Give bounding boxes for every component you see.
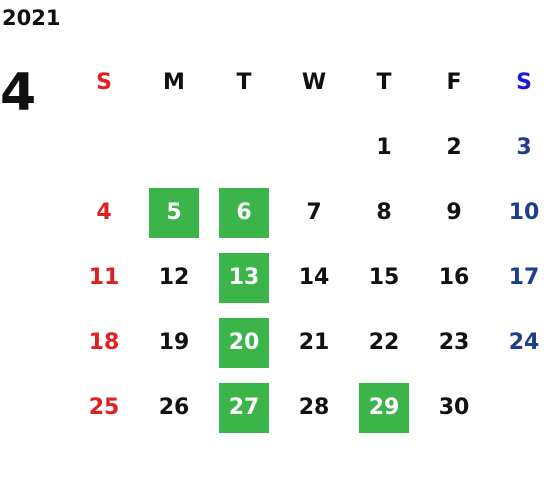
day-cell-16[interactable]: 16 bbox=[419, 245, 489, 310]
day-number: 24 bbox=[508, 330, 540, 355]
highlighted-day-number: 5 bbox=[149, 187, 199, 238]
day-number: 11 bbox=[88, 265, 120, 290]
day-cell-22[interactable]: 22 bbox=[349, 310, 419, 375]
day-cell-18[interactable]: 18 bbox=[69, 310, 139, 375]
day-number: 30 bbox=[438, 395, 470, 420]
day-number: 18 bbox=[88, 330, 120, 355]
day-cell-30[interactable]: 30 bbox=[419, 375, 489, 440]
day-number: 1 bbox=[376, 135, 392, 160]
day-cell-28[interactable]: 28 bbox=[279, 375, 349, 440]
day-number: 14 bbox=[298, 265, 330, 290]
weekday-header-thursday: T bbox=[376, 70, 392, 95]
highlighted-day-number: 29 bbox=[359, 382, 409, 433]
day-number: 19 bbox=[158, 330, 190, 355]
day-cell-10[interactable]: 10 bbox=[489, 180, 548, 245]
year-label: 2021 bbox=[2, 6, 61, 30]
day-cell-15[interactable]: 15 bbox=[349, 245, 419, 310]
day-cell-7[interactable]: 7 bbox=[279, 180, 349, 245]
empty-day-cell bbox=[69, 115, 139, 180]
highlighted-day-number: 27 bbox=[219, 382, 269, 433]
weekday-header-sunday: S bbox=[96, 70, 112, 95]
day-cell-9[interactable]: 9 bbox=[419, 180, 489, 245]
weekday-header-saturday: S bbox=[516, 70, 532, 95]
day-number: 2 bbox=[446, 135, 462, 160]
highlighted-day-number: 6 bbox=[219, 187, 269, 238]
day-number: 4 bbox=[96, 200, 112, 225]
weekday-header-wednesday: W bbox=[301, 70, 327, 95]
day-number: 22 bbox=[368, 330, 400, 355]
day-number: 9 bbox=[446, 200, 462, 225]
day-cell-20[interactable]: 20 bbox=[209, 310, 279, 375]
day-cell-8[interactable]: 8 bbox=[349, 180, 419, 245]
day-number: 25 bbox=[88, 395, 120, 420]
day-cell-4[interactable]: 4 bbox=[69, 180, 139, 245]
day-number: 26 bbox=[158, 395, 190, 420]
day-cell-2[interactable]: 2 bbox=[419, 115, 489, 180]
day-number bbox=[149, 123, 199, 173]
empty-day-cell bbox=[139, 115, 209, 180]
empty-day-cell bbox=[279, 115, 349, 180]
day-cell-27[interactable]: 27 bbox=[209, 375, 279, 440]
day-cell-23[interactable]: 23 bbox=[419, 310, 489, 375]
day-number bbox=[499, 383, 548, 433]
day-cell-29[interactable]: 29 bbox=[349, 375, 419, 440]
weekday-header-friday: F bbox=[446, 70, 462, 95]
day-cell-12[interactable]: 12 bbox=[139, 245, 209, 310]
day-number: 21 bbox=[298, 330, 330, 355]
day-cell-13[interactable]: 13 bbox=[209, 245, 279, 310]
day-number: 17 bbox=[508, 265, 540, 290]
day-number: 7 bbox=[306, 200, 322, 225]
day-number: 10 bbox=[508, 200, 540, 225]
day-cell-1[interactable]: 1 bbox=[349, 115, 419, 180]
highlighted-day-number: 20 bbox=[219, 317, 269, 368]
day-cell-26[interactable]: 26 bbox=[139, 375, 209, 440]
day-number bbox=[289, 123, 339, 173]
highlighted-day-number: 13 bbox=[219, 252, 269, 303]
day-cell-17[interactable]: 17 bbox=[489, 245, 548, 310]
day-number bbox=[79, 123, 129, 173]
day-number: 23 bbox=[438, 330, 470, 355]
day-cell-5[interactable]: 5 bbox=[139, 180, 209, 245]
weekday-header-tuesday: T bbox=[236, 70, 252, 95]
day-number bbox=[219, 123, 269, 173]
day-cell-21[interactable]: 21 bbox=[279, 310, 349, 375]
day-cell-24[interactable]: 24 bbox=[489, 310, 548, 375]
day-cell-25[interactable]: 25 bbox=[69, 375, 139, 440]
day-number: 16 bbox=[438, 265, 470, 290]
day-cell-3[interactable]: 3 bbox=[489, 115, 548, 180]
day-cell-11[interactable]: 11 bbox=[69, 245, 139, 310]
day-number: 3 bbox=[516, 135, 532, 160]
day-number: 28 bbox=[298, 395, 330, 420]
empty-day-cell bbox=[209, 115, 279, 180]
day-cell-14[interactable]: 14 bbox=[279, 245, 349, 310]
day-number: 12 bbox=[158, 265, 190, 290]
month-number: 4 bbox=[0, 63, 37, 123]
empty-day-cell bbox=[489, 375, 548, 440]
day-number: 15 bbox=[368, 265, 400, 290]
day-number: 8 bbox=[376, 200, 392, 225]
day-cell-6[interactable]: 6 bbox=[209, 180, 279, 245]
day-cell-19[interactable]: 19 bbox=[139, 310, 209, 375]
weekday-header-monday: M bbox=[163, 70, 185, 95]
